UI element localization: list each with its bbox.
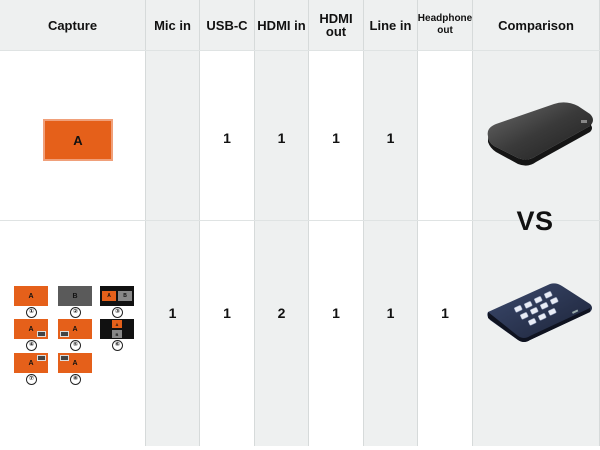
capture-source-label: A [73, 132, 83, 148]
header-usb-c: USB-C [206, 17, 248, 33]
layout-3-left: A [102, 291, 116, 301]
layout-3-second-label: B [123, 293, 127, 299]
layout-6-second-label: B [115, 331, 119, 337]
layout-3-main-label: A [107, 293, 111, 299]
layout-7-pip [37, 355, 46, 361]
layout-5-number: ⑤ [70, 340, 81, 351]
switcher-device-with-buttons-icon [487, 283, 592, 342]
column-comparison [472, 0, 600, 446]
row1-line-in: 1 [386, 130, 395, 146]
layout-1-tile: A [14, 286, 48, 306]
row-divider [0, 50, 600, 51]
layout-8-pip [60, 355, 69, 361]
layout-5-main-label: A [72, 325, 78, 333]
row2-usb-c: 1 [223, 305, 231, 321]
layout-6-number: ⑥ [112, 340, 123, 351]
row2-mic-in: 1 [168, 305, 177, 321]
row2-line-in: 1 [386, 305, 395, 321]
column-hdmi-in [254, 0, 309, 446]
header-comparison: Comparison [498, 17, 574, 33]
header-mic-in: Mic in [154, 17, 191, 33]
comparison-vs-label: VS [516, 205, 554, 236]
layout-2-main-label: B [72, 292, 78, 300]
layout-7-number: ⑦ [26, 374, 37, 385]
layout-2-number: ② [70, 307, 81, 318]
compact-capture-device-icon [487, 102, 593, 166]
layout-8-number: ⑧ [70, 374, 81, 385]
row1-usb-c: 1 [223, 130, 231, 146]
column-line-in [363, 0, 418, 446]
layout-4-number: ④ [26, 340, 37, 351]
layout-4-main-label: A [28, 325, 34, 333]
layout-1-number: ① [26, 307, 37, 318]
layout-6-bottom: B [112, 330, 122, 338]
row2-hdmi-out: 1 [332, 305, 340, 321]
header-hdmi-out: HDMI out [319, 11, 353, 39]
layout-3-right: B [118, 291, 132, 301]
header-line-in: Line in [369, 17, 412, 33]
row2-hdmi-in: 2 [277, 305, 286, 321]
layout-5-pip [60, 331, 69, 337]
layout-2-tile: B [58, 286, 92, 306]
layout-6-main-label: A [115, 321, 119, 327]
layout-4-pip [37, 331, 46, 337]
row1-hdmi-in: 1 [277, 130, 286, 146]
layout-6-tile: A B [100, 319, 134, 339]
layout-3-number: ③ [112, 307, 123, 318]
layout-3-tile: A B [100, 286, 134, 306]
capture-single-source-tile: A [43, 119, 113, 161]
column-mic-in [145, 0, 200, 446]
row1-hdmi-out: 1 [332, 130, 340, 146]
header-hdmi-in: HDMI in [257, 17, 306, 33]
row1-headphone-out [418, 125, 472, 151]
header-headphone-out: Headphone out [417, 13, 473, 36]
row1-mic-in [145, 125, 200, 151]
layout-7-main-label: A [28, 359, 34, 367]
row-divider [0, 220, 600, 221]
layout-1-main-label: A [28, 292, 34, 300]
layout-6-top: A [112, 320, 122, 328]
row2-headphone-out: 1 [441, 305, 449, 321]
layout-8-main-label: A [72, 359, 78, 367]
header-capture: Capture [47, 17, 98, 33]
